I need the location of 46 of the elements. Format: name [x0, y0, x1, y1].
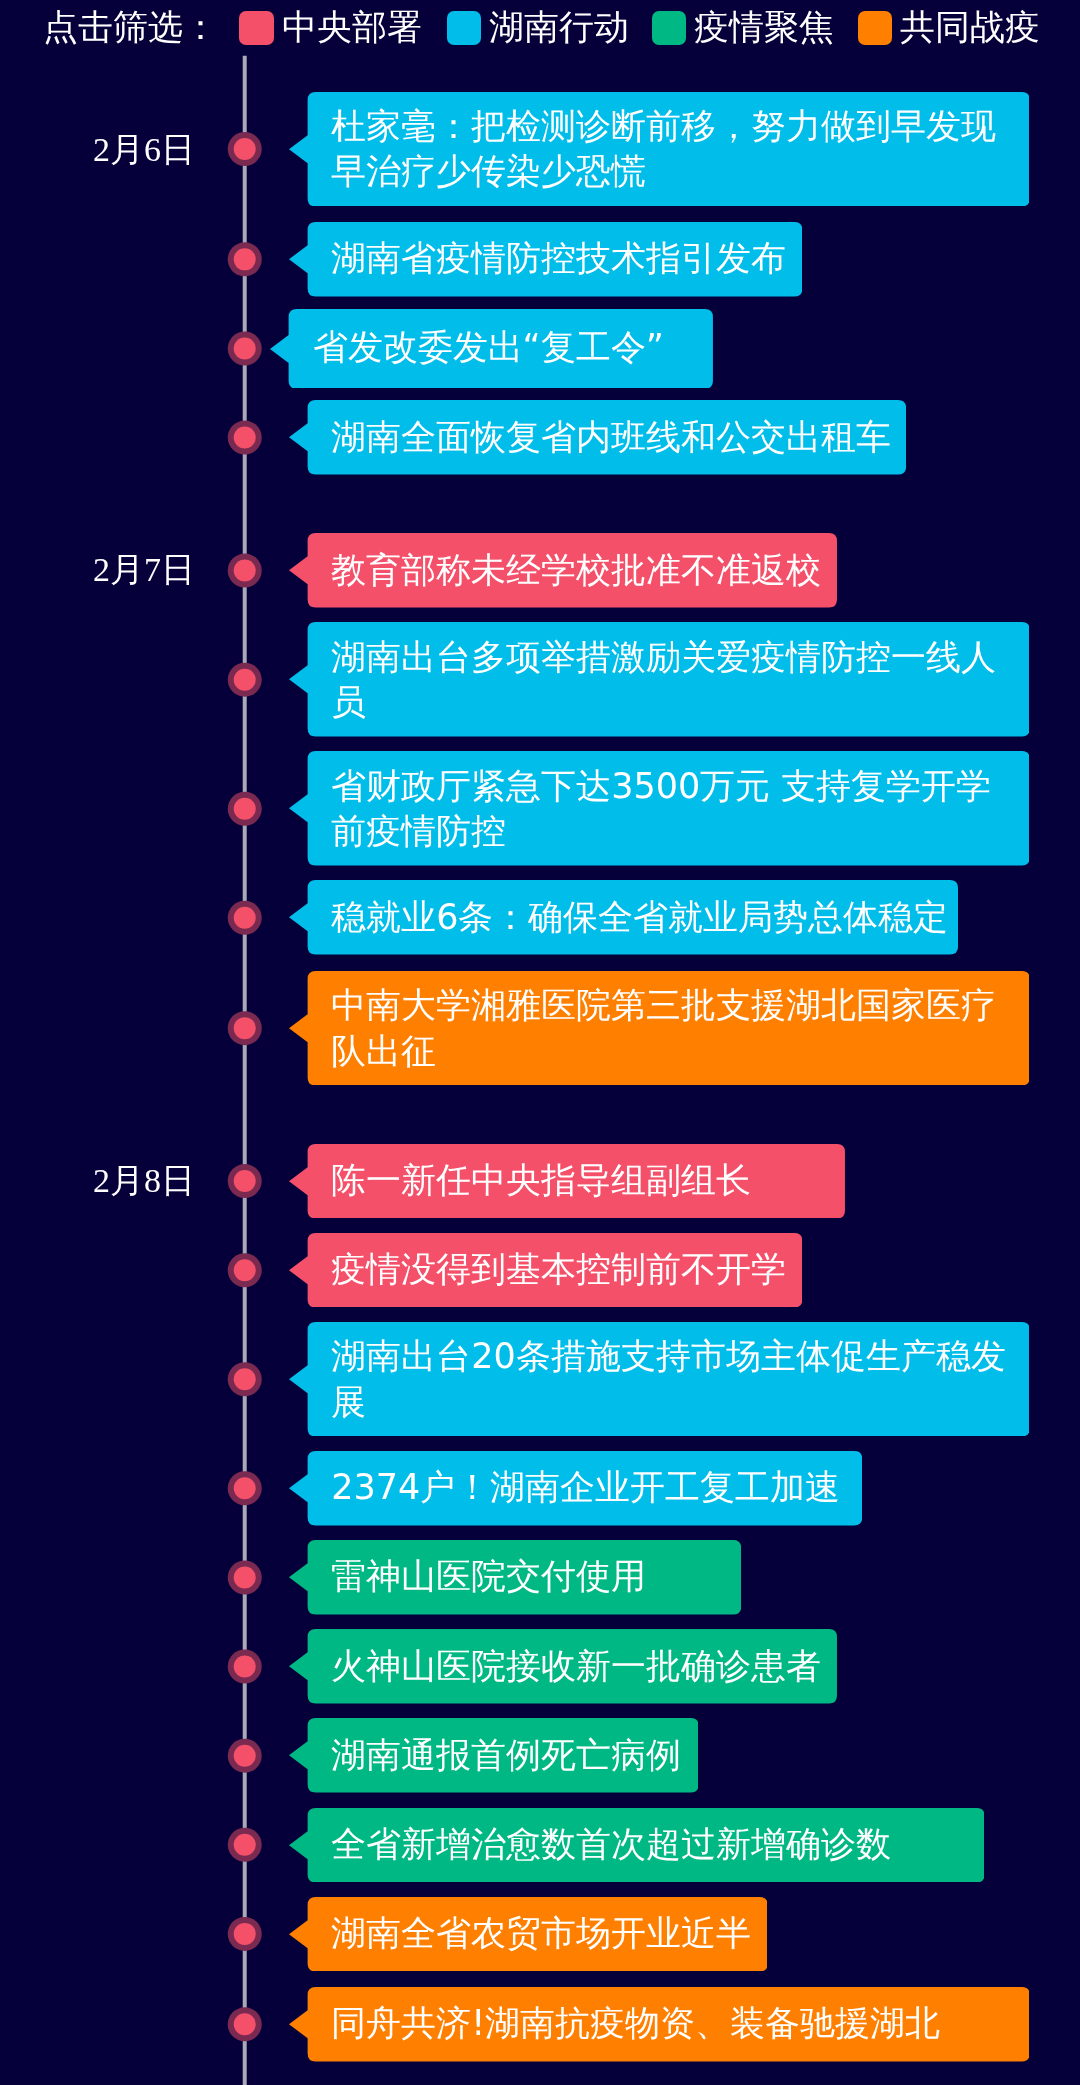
- event-text: 疫情没得到基本控制前不开学: [331, 1248, 787, 1292]
- event-text: 火神山医院接收新一批确诊患者: [331, 1644, 822, 1688]
- event-card: [288, 1807, 985, 1882]
- event-card: [288, 1451, 862, 1526]
- event-text: 湖南省疫情防控技术指引发布: [331, 237, 787, 281]
- event-card: [288, 1540, 741, 1615]
- event-card: [288, 222, 802, 297]
- event-text: 省发改委发出“复工令”: [312, 326, 664, 370]
- event-text: 中南大学湘雅医院第三批支援湖北国家医疗队出征: [331, 983, 998, 1073]
- event-card: [288, 1987, 1030, 2062]
- event-card: [288, 970, 1030, 1086]
- event-text: 湖南出台多项举措激励关爱疫情防控一线人员: [331, 635, 998, 724]
- event-card: [288, 880, 958, 955]
- legend-label: 中央部署: [281, 6, 422, 49]
- legend-label: 疫情聚焦: [694, 6, 835, 49]
- event-card: [288, 400, 906, 475]
- legend-label: 湖南行动: [489, 6, 630, 49]
- event-text: 雷神山医院交付使用: [331, 1555, 647, 1599]
- event-text: 同舟共济!湖南抗疫物资、装备驰援湖北: [331, 2002, 941, 2046]
- date-label: 2月8日: [93, 1160, 196, 1201]
- event-text: 杜家毫：把检测诊断前移，努力做到早发现早治疗少传染少恐慌: [331, 104, 998, 193]
- event-text: 湖南通报首例死亡病例: [331, 1733, 682, 1777]
- event-text: 陈一新任中央指导组副组长: [331, 1159, 752, 1203]
- event-text: 教育部称未经学校批准不准返校: [331, 548, 822, 592]
- event-text: 湖南出台20条措施支持市场主体促生产稳发展: [331, 1334, 1007, 1424]
- date-label: 2月6日: [93, 129, 196, 170]
- event-card: [288, 91, 1030, 207]
- event-card: [288, 622, 1030, 737]
- event-text: 省财政厅紧急下达3500万元 支持复学开学前疫情防控: [331, 764, 993, 853]
- event-card: [288, 1322, 1030, 1437]
- event-card: [288, 1232, 802, 1308]
- filter-label: 点击筛选：: [42, 6, 218, 49]
- event-card: [288, 1718, 699, 1793]
- event-card: [288, 1896, 768, 1972]
- event-card: [288, 1629, 837, 1704]
- event-card: [288, 751, 1030, 866]
- event-text: 湖南全省农贸市场开业近半: [331, 1912, 752, 1956]
- legend-label: 共同战疫: [900, 6, 1041, 49]
- date-label: 2月7日: [93, 550, 196, 591]
- event-text: 湖南全面恢复省内班线和公交出租车: [331, 415, 892, 459]
- event-text: 稳就业6条：确保全省就业局势总体稳定: [331, 895, 949, 939]
- event-card: [270, 308, 713, 389]
- event-card: [288, 533, 837, 608]
- event-text: 全省新增治愈数首次超过新增确诊数: [331, 1823, 892, 1866]
- event-text: 2374户！湖南企业开工复工加速: [331, 1466, 841, 1510]
- event-card: [288, 1143, 845, 1219]
